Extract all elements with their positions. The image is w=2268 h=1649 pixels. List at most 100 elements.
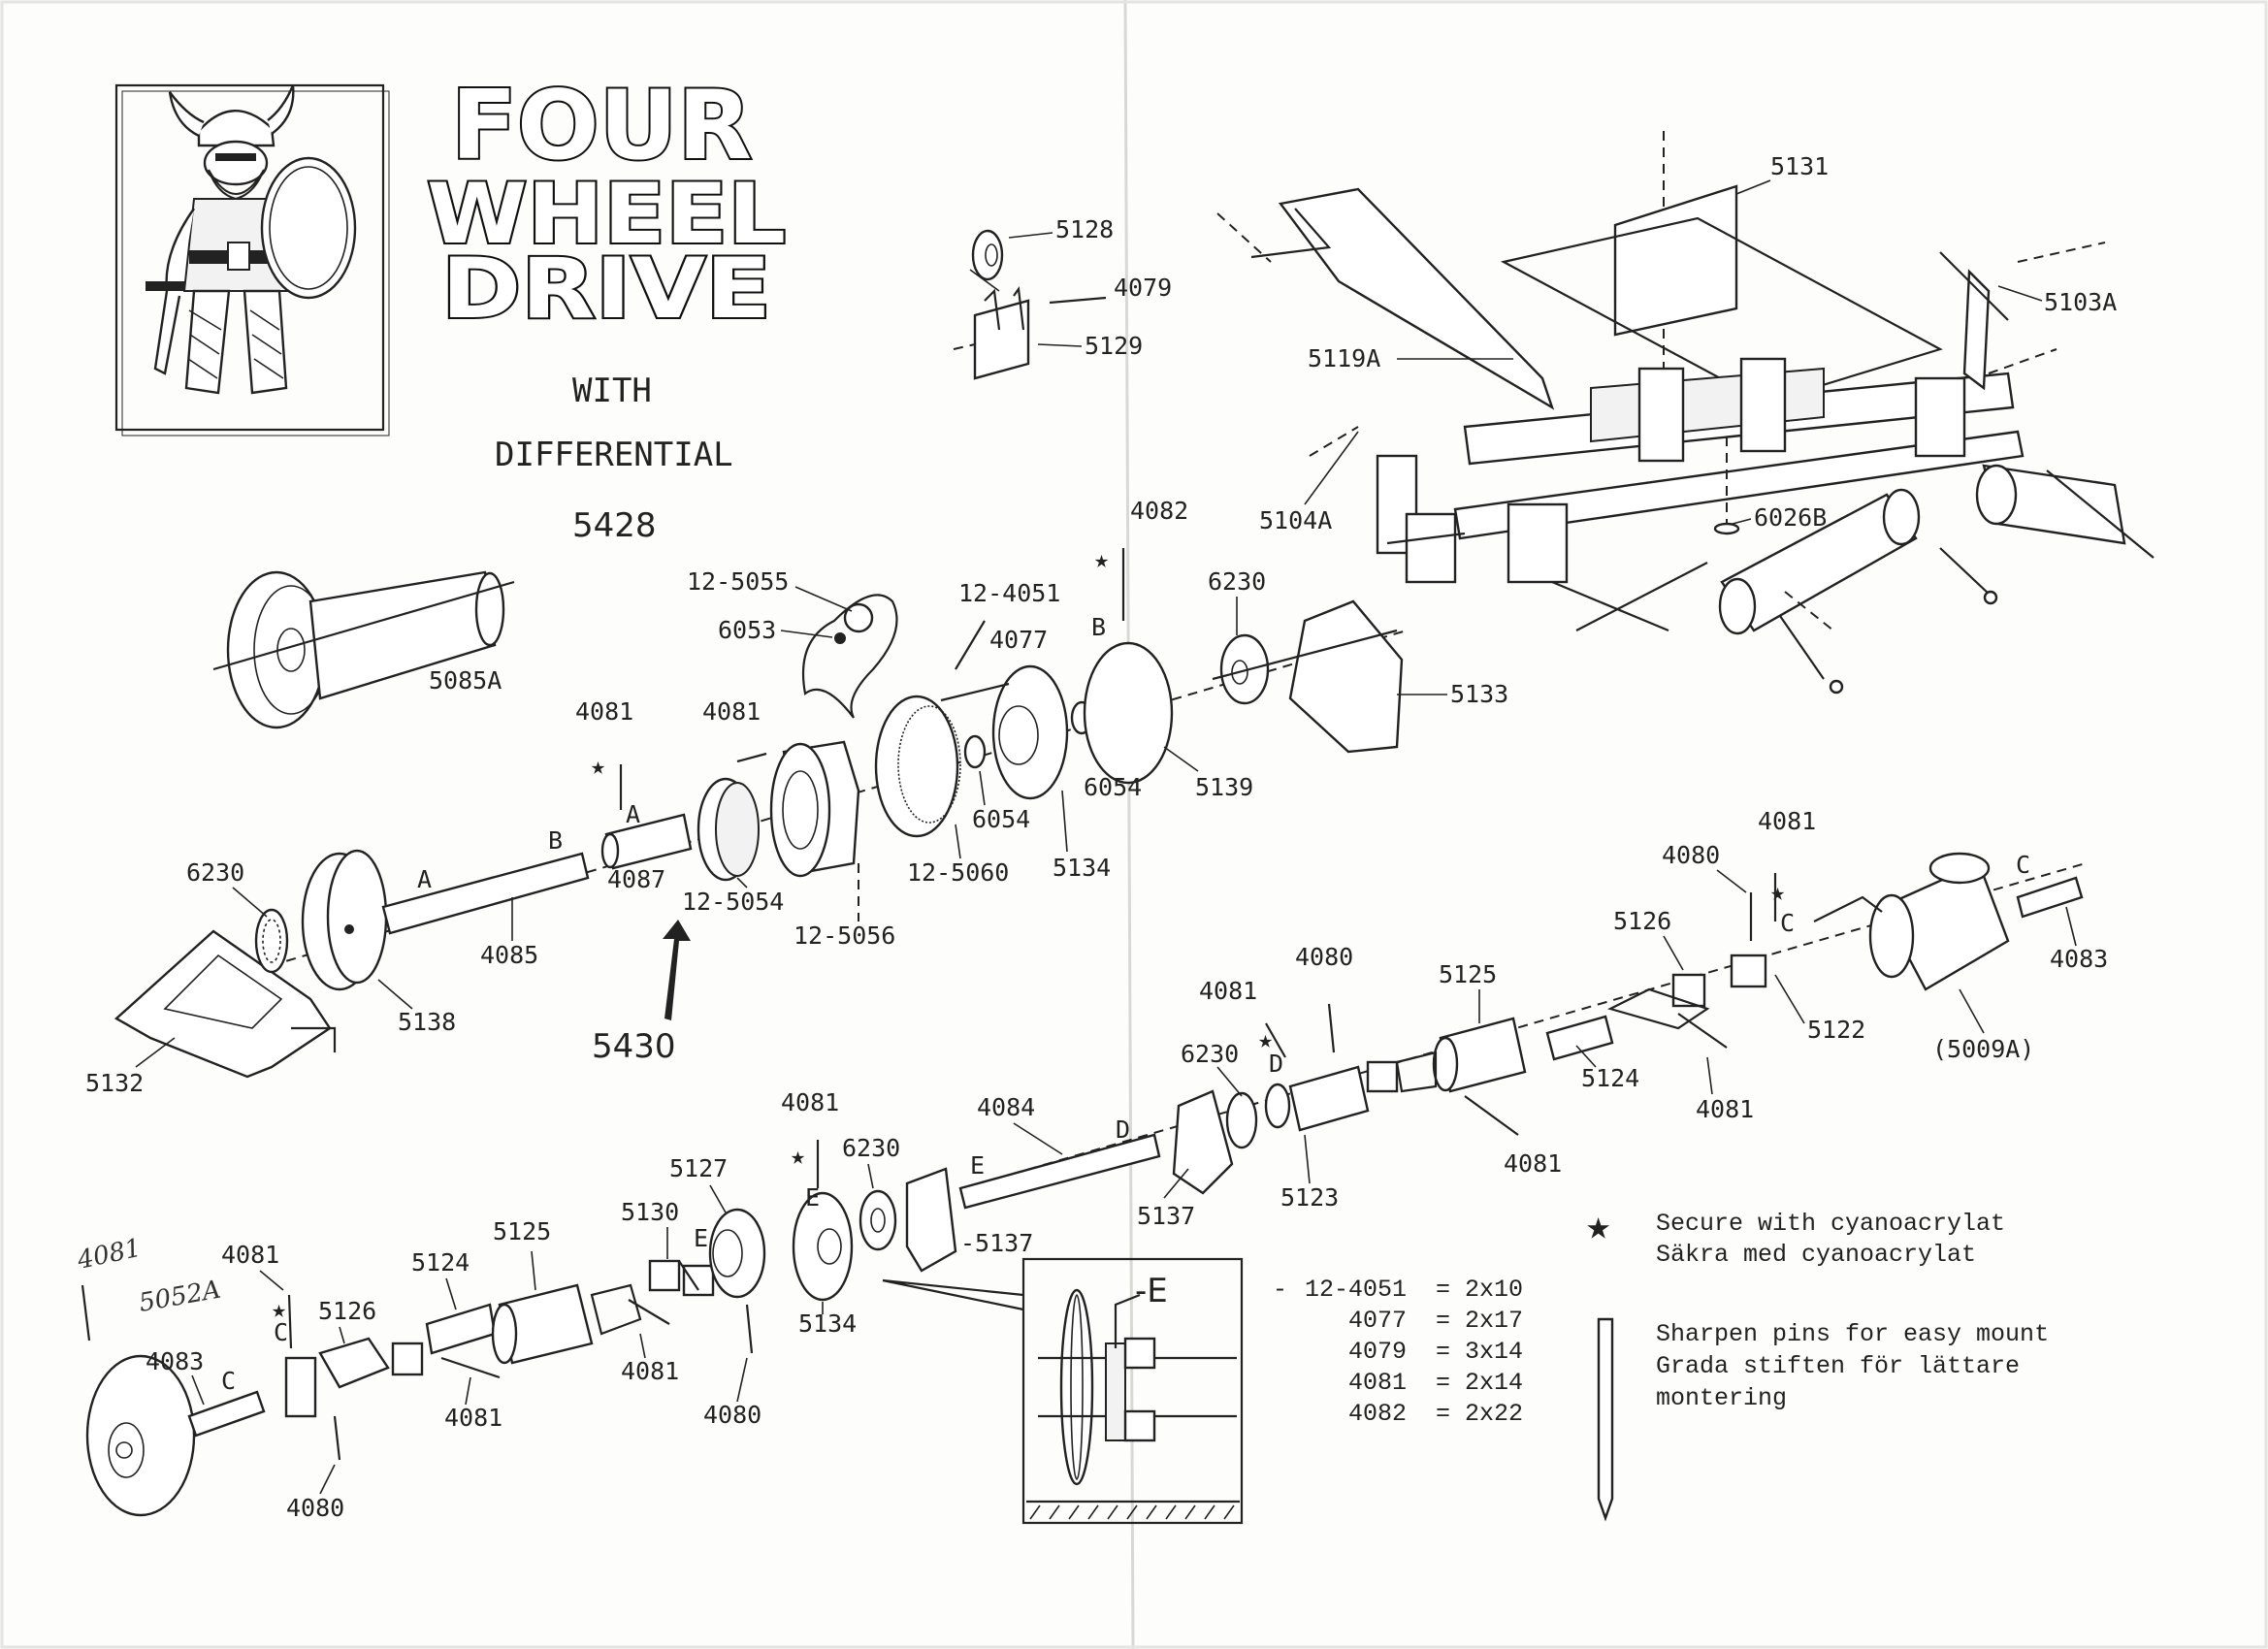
label-5123: 5123 — [1280, 1183, 1339, 1212]
note-sharpen-sv-1: Grada stiften för lättare — [1656, 1352, 2020, 1380]
label-5133: 5133 — [1450, 680, 1508, 708]
pin-eq-2: = — [1436, 1338, 1450, 1366]
label-5124-b: 5124 — [411, 1248, 470, 1277]
pin-eq-4: = — [1436, 1400, 1450, 1428]
svg-text:-: - — [1273, 1276, 1287, 1304]
note-sharpen-en: Sharpen pins for easy mount — [1656, 1320, 2049, 1348]
label-5122: 5122 — [1807, 1016, 1865, 1044]
label-5138: 5138 — [398, 1008, 456, 1036]
subtitle-differential: DIFFERENTIAL — [495, 436, 733, 474]
label-4079: 4079 — [1114, 274, 1172, 302]
label-5130: 5130 — [621, 1198, 679, 1226]
label-4080-a: 4080 — [1662, 841, 1720, 869]
label-5125-a: 5125 — [1439, 960, 1497, 988]
label-5137-a: 5137 — [1137, 1202, 1195, 1230]
point-E1: E — [970, 1151, 985, 1180]
label-5126-b: 5126 — [318, 1297, 376, 1325]
star-icon: ★ — [1258, 1025, 1273, 1053]
label-5134-b: 5134 — [798, 1310, 857, 1338]
label-4081-d: 4081 — [1199, 977, 1257, 1005]
pin-size-table: - 12-4051 = 2x10 4077 = 2x17 4079 = 3x14… — [1273, 1276, 1523, 1428]
label-5137-b: -5137 — [960, 1229, 1033, 1257]
pulley-bracket-group: 5128 4079 5129 — [953, 215, 1172, 380]
point-D1: D — [1269, 1050, 1283, 1078]
star-icon: ★ — [1770, 878, 1785, 906]
viking-logo — [114, 83, 390, 436]
label-5103A: 5103A — [2044, 288, 2117, 316]
point-C3: C — [221, 1367, 236, 1395]
label-4081-a: 4081 — [575, 697, 633, 726]
point-A1: A — [417, 865, 432, 893]
label-4081-i: 4081 — [444, 1404, 502, 1432]
note-secure-en: Secure with cyanoacrylat — [1656, 1210, 2005, 1238]
pin-size-0: 2x10 — [1465, 1276, 1523, 1304]
label-4080-d: 4080 — [286, 1494, 344, 1522]
kit-number: 5428 — [572, 506, 657, 545]
pin-size-3: 2x14 — [1465, 1369, 1523, 1397]
label-4080-c: 4080 — [703, 1401, 761, 1429]
rear-drive-line: C ★ C E ★ E — [74, 1088, 1244, 1525]
label-4081-j: 4081 — [221, 1241, 279, 1269]
note-sharpen-sv-2: montering — [1656, 1384, 1787, 1412]
title-drive: DRIVE — [441, 241, 771, 338]
label-5430: 5430 — [592, 1027, 676, 1066]
arrow-up-icon — [663, 920, 691, 1020]
label-4081-b: 4081 — [702, 697, 761, 726]
star-icon: ★ — [1586, 1201, 1610, 1248]
label-6230-c: 6230 — [1181, 1040, 1239, 1068]
point-C4: C — [274, 1318, 288, 1346]
viking-warrior-icon — [146, 84, 357, 395]
detail-E-box: -E — [882, 1257, 1244, 1525]
label-4083-b: 4083 — [146, 1347, 204, 1375]
detail-E-label: -E — [1135, 1272, 1168, 1310]
label-5139: 5139 — [1195, 773, 1253, 801]
label-5125-b: 5125 — [493, 1217, 551, 1245]
label-12-5060: 12-5060 — [907, 858, 1009, 887]
label-6230-b: 6230 — [186, 858, 244, 887]
title-block: FOUR WHEEL DRIVE WITH DIFFERENTIAL 5428 — [425, 69, 788, 545]
pin-part-4: 4082 — [1348, 1400, 1407, 1428]
star-icon: ★ — [791, 1142, 805, 1170]
subtitle-with: WITH — [572, 372, 652, 410]
star-icon: ★ — [272, 1295, 286, 1323]
point-C2: C — [1780, 909, 1795, 937]
label-5119A: 5119A — [1308, 344, 1380, 372]
label-4081-g: 4081 — [781, 1088, 839, 1116]
chassis-frame: 5131 5 — [1216, 131, 2155, 695]
label-4082: 4082 — [1130, 497, 1188, 525]
label-12-5056: 12-5056 — [794, 922, 895, 950]
label-5104A: 5104A — [1259, 506, 1332, 534]
star-icon: ★ — [1094, 545, 1109, 573]
label-12-5055: 12-5055 — [687, 567, 789, 596]
label-4081-e: 4081 — [1696, 1095, 1754, 1123]
point-B2: B — [1091, 613, 1106, 641]
label-6230-d: 6230 — [842, 1134, 900, 1162]
label-6054-a: 6054 — [1084, 773, 1142, 801]
label-5132: 5132 — [85, 1069, 144, 1097]
title-wheel: WHEEL — [427, 166, 786, 263]
label-5128: 5128 — [1055, 215, 1114, 243]
point-A2: A — [626, 800, 640, 828]
pin-part-0: 12-4051 — [1305, 1276, 1407, 1304]
label-6230-a: 6230 — [1208, 567, 1266, 596]
label-12-4051: 12-4051 — [958, 579, 1060, 607]
label-4083-a: 4083 — [2050, 945, 2108, 973]
label-5127: 5127 — [669, 1154, 728, 1182]
label-4081-h: 4081 — [621, 1357, 679, 1385]
note-secure-sv: Säkra med cyanoacrylat — [1656, 1241, 1976, 1269]
pin-size-4: 2x22 — [1465, 1400, 1523, 1428]
pin-eq-0: = — [1436, 1276, 1450, 1304]
label-4080-b: 4080 — [1295, 943, 1353, 971]
paper-fold-line — [1123, 0, 1135, 1649]
label-4084: 4084 — [977, 1093, 1035, 1121]
point-B1: B — [548, 826, 563, 855]
label-5126-a: 5126 — [1613, 907, 1671, 935]
label-4087: 4087 — [607, 865, 665, 893]
differential-assembly: A B A B — [85, 497, 1508, 1097]
label-4081-f: 4081 — [1504, 1149, 1562, 1178]
point-E2: E — [694, 1224, 708, 1252]
label-4085: 4085 — [480, 941, 538, 969]
pin-size-2: 3x14 — [1465, 1338, 1523, 1366]
label-4081-c: 4081 — [1758, 807, 1816, 835]
label-6026B: 6026B — [1754, 503, 1827, 532]
